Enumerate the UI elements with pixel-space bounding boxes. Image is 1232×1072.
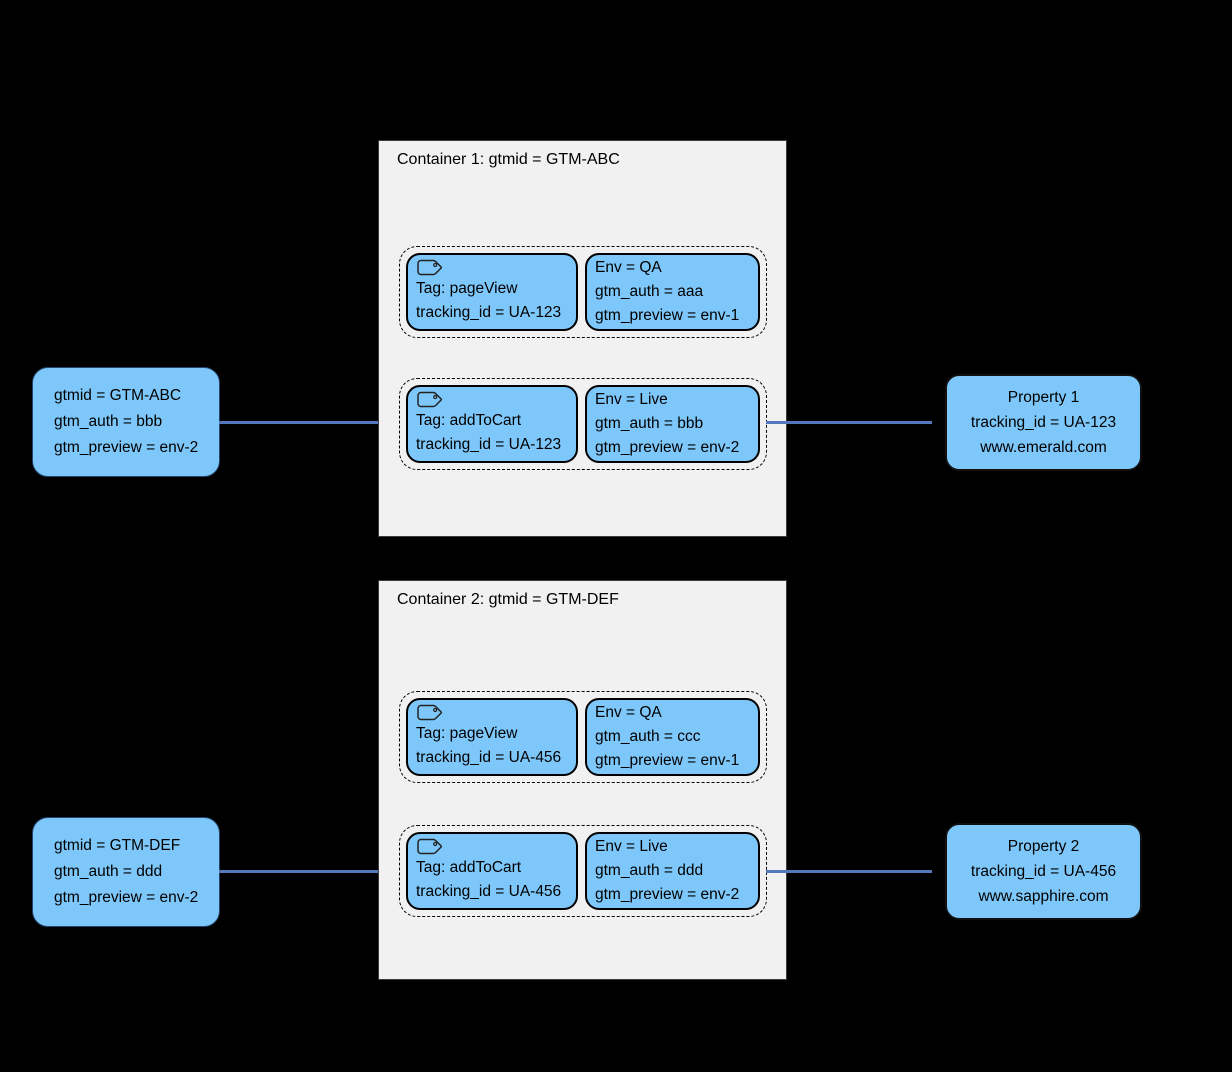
property-line: www.emerald.com: [980, 439, 1107, 456]
tag-card-pageview: Tag: pageView tracking_id = UA-123: [406, 253, 578, 331]
env-line: gtm_auth = bbb: [595, 415, 704, 432]
env-line: gtm_preview = env-1: [595, 307, 740, 324]
gtm-snippet-box-2: gtmid = GTM-DEF gtm_auth = ddd gtm_previ…: [32, 817, 220, 927]
tag-line: tracking_id = UA-123: [416, 304, 562, 321]
env-line: Env = Live: [595, 391, 668, 408]
connector-snippet-to-container-1: [219, 421, 387, 424]
env-line: gtm_auth = ddd: [595, 862, 704, 879]
env-card-qa: Env = QA gtm_auth = ccc gtm_preview = en…: [585, 698, 760, 776]
tag-icon: [417, 259, 442, 276]
connector-container-to-property-1: [766, 421, 933, 424]
container-2-title: Container 2: gtmid = GTM-DEF: [397, 591, 619, 608]
env-line: gtm_preview = env-1: [595, 752, 740, 769]
connector-container-to-property-2: [766, 870, 933, 873]
env-card-live: Env = Live gtm_auth = ddd gtm_preview = …: [585, 832, 760, 910]
tag-line: Tag: pageView: [416, 725, 518, 742]
arrowhead-icon: [932, 415, 945, 429]
property-line: www.sapphire.com: [978, 888, 1109, 905]
snippet-line: gtmid = GTM-ABC: [54, 387, 182, 404]
env-line: gtm_preview = env-2: [595, 439, 740, 456]
tag-line: tracking_id = UA-456: [416, 749, 562, 766]
tag-line: tracking_id = UA-123: [416, 436, 562, 453]
env-card-live: Env = Live gtm_auth = bbb gtm_preview = …: [585, 385, 760, 463]
env-line: gtm_auth = aaa: [595, 283, 704, 300]
env-line: gtm_auth = ccc: [595, 728, 701, 745]
property-box-2: Property 2 tracking_id = UA-456 www.sapp…: [945, 823, 1142, 920]
env-line: Env = QA: [595, 704, 662, 721]
tag-line: Tag: addToCart: [416, 412, 522, 429]
tag-env-group-live: Tag: addToCart tracking_id = UA-456 Env …: [399, 825, 767, 917]
property-line: Property 1: [1007, 389, 1080, 406]
property-line: Property 2: [1007, 838, 1080, 855]
tag-card-pageview: Tag: pageView tracking_id = UA-456: [406, 698, 578, 776]
snippet-line: gtm_preview = env-2: [54, 439, 199, 456]
snippet-line: gtmid = GTM-DEF: [54, 837, 181, 854]
tag-env-group-qa: Tag: pageView tracking_id = UA-123 Env =…: [399, 246, 767, 338]
tag-line: tracking_id = UA-456: [416, 883, 562, 900]
arrowhead-icon: [932, 864, 945, 878]
container-1: Container 1: gtmid = GTM-ABC Tag: pageVi…: [378, 140, 787, 537]
tag-env-group-qa: Tag: pageView tracking_id = UA-456 Env =…: [399, 691, 767, 783]
tag-icon: [417, 391, 442, 408]
tag-icon: [417, 838, 442, 855]
gtm-snippet-box-1: gtmid = GTM-ABC gtm_auth = bbb gtm_previ…: [32, 367, 220, 477]
property-line: tracking_id = UA-456: [970, 863, 1117, 880]
connector-snippet-to-container-2: [219, 870, 387, 873]
snippet-line: gtm_auth = bbb: [54, 413, 163, 430]
tag-line: Tag: addToCart: [416, 859, 522, 876]
tag-icon: [417, 704, 442, 721]
snippet-line: gtm_auth = ddd: [54, 863, 163, 880]
tag-line: Tag: pageView: [416, 280, 518, 297]
env-line: Env = Live: [595, 838, 668, 855]
env-card-qa: Env = QA gtm_auth = aaa gtm_preview = en…: [585, 253, 760, 331]
env-line: Env = QA: [595, 259, 662, 276]
property-line: tracking_id = UA-123: [970, 414, 1117, 431]
env-line: gtm_preview = env-2: [595, 886, 740, 903]
container-2: Container 2: gtmid = GTM-DEF Tag: pageVi…: [378, 580, 787, 980]
property-box-1: Property 1 tracking_id = UA-123 www.emer…: [945, 374, 1142, 471]
tag-card-addtocart: Tag: addToCart tracking_id = UA-456: [406, 832, 578, 910]
tag-env-group-live: Tag: addToCart tracking_id = UA-123 Env …: [399, 378, 767, 470]
container-1-title: Container 1: gtmid = GTM-ABC: [397, 151, 620, 168]
snippet-line: gtm_preview = env-2: [54, 889, 199, 906]
tag-card-addtocart: Tag: addToCart tracking_id = UA-123: [406, 385, 578, 463]
